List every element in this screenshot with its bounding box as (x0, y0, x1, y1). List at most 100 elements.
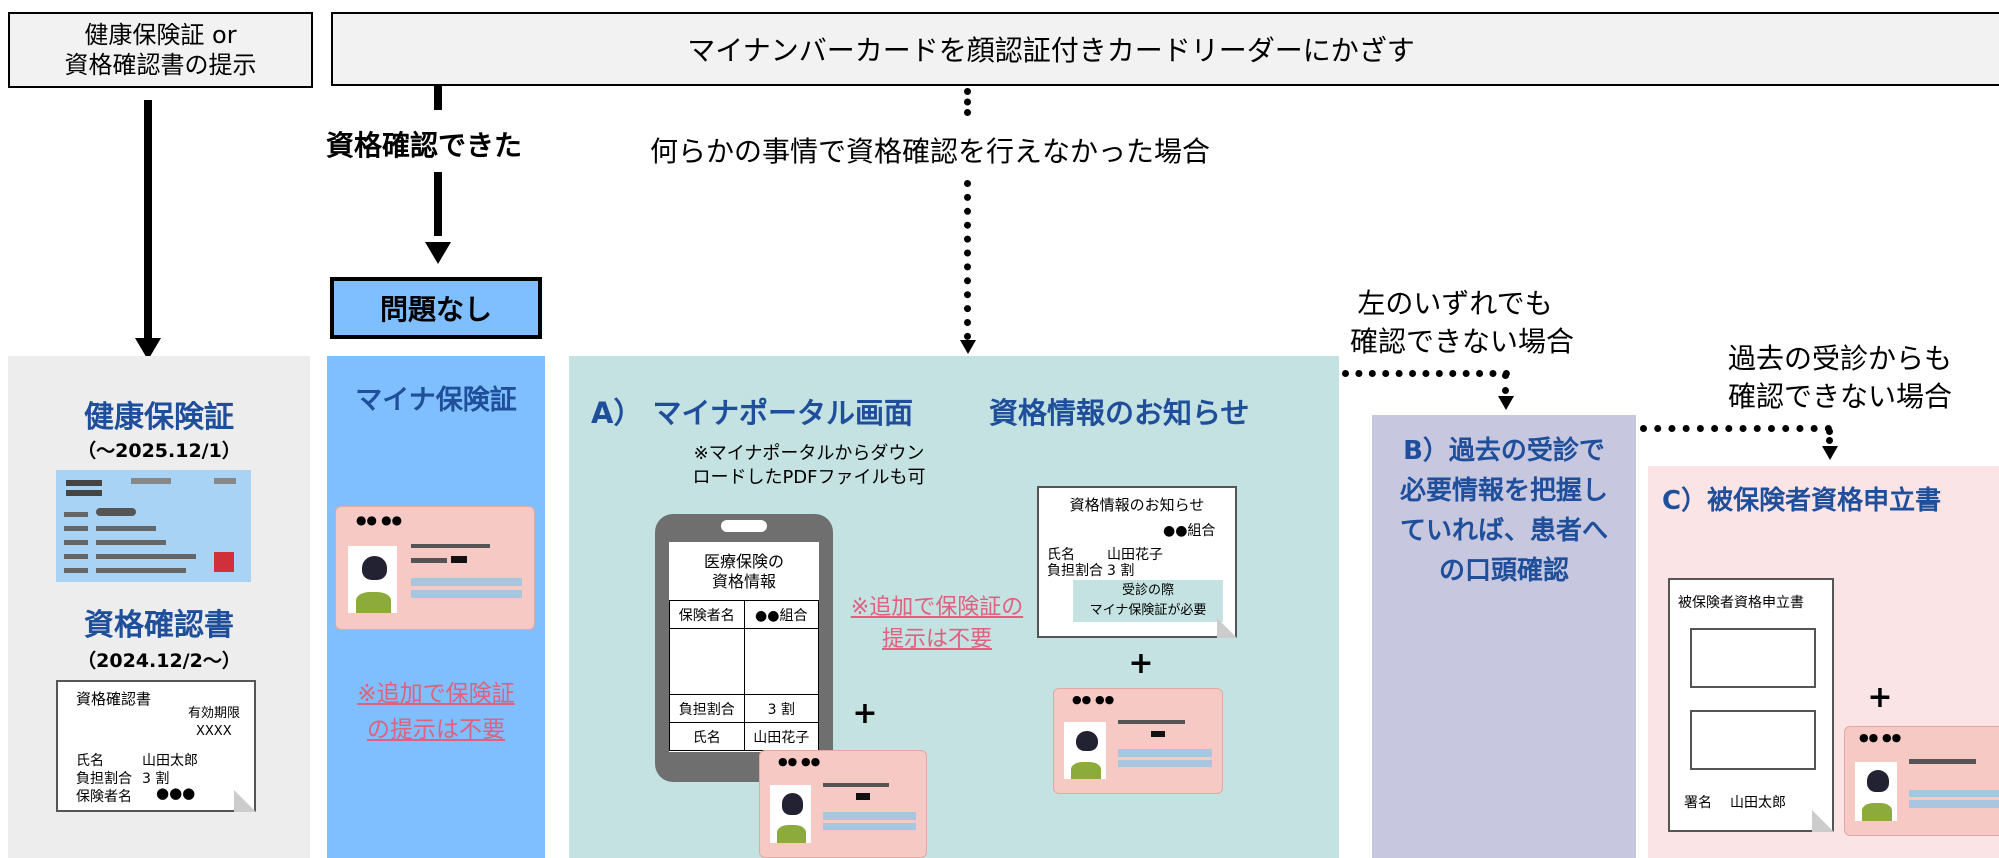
card-dots-4: ●● ●● (1859, 731, 1902, 744)
gray-period2: （2024.12/2〜） (77, 650, 241, 672)
mynumber-card-icon: ●● ●● (335, 506, 535, 630)
arrow-confirmed-head (425, 242, 451, 264)
form-field-2 (1690, 710, 1816, 770)
mynumber-card-icon-3: ●● ●● (1053, 688, 1223, 794)
panel-application-form: C）被保険者資格申立書 被保険者資格申立書 署名 山田太郎 + ●● ●● (1648, 466, 1999, 858)
confirmed-label: 資格確認できた (326, 129, 523, 162)
page-curl-icon-3 (1812, 810, 1834, 832)
purple-text: B）過去の受診で 必要情報を把握し ていれば、患者へ の口頭確認 (1372, 431, 1636, 591)
arrow-confirmed-line (434, 172, 442, 236)
card-dots-2: ●● ●● (778, 755, 821, 768)
arrow-left-line (144, 100, 152, 340)
cert-insurer-label: 保険者名 (76, 789, 132, 805)
notice-title: 資格情報のお知らせ (1069, 496, 1205, 514)
panel-myna-portal: A） マイナポータル画面 資格情報のお知らせ ※マイナポータルからダウン ロード… (569, 356, 1339, 858)
neither-label: 左のいずれでも 確認できない場合 (1350, 285, 1574, 361)
cert-name-value: 山田太郎 (142, 753, 198, 769)
purple-line3: ていれば、患者へ (1399, 516, 1608, 546)
neither-line1: 左のいずれでも (1357, 287, 1553, 320)
panel-insurance-card: 健康保険証 （〜2025.12/1） 資格確認書 （2024.12/2〜） 資格… (8, 356, 310, 858)
cert-title: 資格確認書 (76, 690, 152, 708)
purple-line2: 必要情報を把握し (1399, 476, 1608, 506)
teal-note: ※追加で保険証の 提示は不要 (837, 592, 1037, 656)
header-left-line2: 資格確認書の提示 (64, 51, 257, 79)
panel-verbal-confirmation: B）過去の受診で 必要情報を把握し ていれば、患者へ の口頭確認 (1372, 415, 1636, 858)
qualification-notice-paper: 資格情報のお知らせ ●●組合 氏名 山田花子 負担割合 3 割 受診の際 マイナ… (1037, 486, 1237, 638)
failed-label: 何らかの事情で資格確認を行えなかった場合 (650, 135, 1211, 168)
past-line1: 過去の受診からも (1727, 342, 1952, 375)
purple-line1: B）過去の受診で (1403, 436, 1605, 466)
pink-title: C）被保険者資格申立書 (1662, 486, 1942, 516)
notice-group: ●●組合 (1163, 523, 1216, 539)
teal-sub: ※マイナポータルからダウン ロードしたPDFファイルも可 (659, 442, 959, 490)
header-main-text: マイナンバーカードを顔認証付きカードリーダーにかざす (687, 34, 1415, 67)
past-dots-v (1826, 428, 1833, 444)
mynumber-card-icon-2: ●● ●● (759, 750, 927, 858)
panel-myna-insurance: マイナ保険証 ●● ●● ※追加で保険証 の提示は不要 (327, 356, 545, 858)
gray-title2: 資格確認書 (84, 608, 234, 643)
purple-line4: の口頭確認 (1438, 556, 1569, 586)
row1-label: 保険者名 (669, 600, 745, 629)
form-title: 被保険者資格申立書 (1678, 595, 1804, 611)
arrow-failed-dots-top (964, 88, 971, 116)
arrow-failed-head (960, 340, 976, 354)
form-sign-value: 山田太郎 (1730, 795, 1786, 811)
cert-validity: 有効期限 (188, 706, 241, 721)
notice-name-value: 山田花子 (1107, 547, 1163, 563)
teal-title-b: 資格情報のお知らせ (989, 396, 1250, 430)
teal-note-line1: ※追加で保険証の (850, 595, 1024, 620)
cert-ratio-label: 負担割合 (76, 771, 132, 787)
row2-label: 負担割合 (669, 694, 745, 723)
pink-plus: + (1867, 680, 1893, 715)
card-dots-3: ●● ●● (1072, 693, 1115, 706)
insurance-card-illustration (56, 470, 251, 582)
phone-head-line2: 資格情報 (711, 572, 776, 591)
teal-plus-1: + (852, 696, 878, 731)
no-problem-label: 問題なし (379, 293, 492, 326)
qualification-certificate-paper: 資格確認書 有効期限 XXXX 氏名 山田太郎 負担割合 3 割 保険者名 ●●… (56, 680, 256, 812)
past-line2: 確認できない場合 (1727, 380, 1952, 413)
mynumber-card-icon-4: ●● ●● (1844, 726, 1999, 836)
page-curl-icon-2 (1217, 618, 1237, 638)
arrow-confirmed-line-top (434, 86, 442, 110)
notice-name-label: 氏名 (1047, 547, 1075, 563)
arrow-failed-dots (964, 180, 971, 340)
teal-plus-2: + (1128, 646, 1154, 681)
notice-box-line1: 受診の際 (1121, 583, 1174, 598)
phone-head: 医療保険の 資格情報 (669, 552, 819, 592)
row1-value: ●●組合 (743, 600, 819, 629)
teal-title-a: A） マイナポータル画面 (591, 396, 913, 430)
page-curl-icon (234, 790, 256, 812)
header-left-box: 健康保険証 or 資格確認書の提示 (8, 12, 313, 88)
past-dots-h (1640, 425, 1832, 432)
phone-head-line1: 医療保険の (703, 552, 784, 571)
cert-validity-value: XXXX (196, 724, 232, 739)
blue-note: ※追加で保険証 の提示は不要 (327, 676, 545, 748)
past-arrow-head (1822, 446, 1838, 460)
cert-ratio-value: 3 割 (142, 771, 170, 787)
cert-name-label: 氏名 (76, 753, 104, 769)
blue-note-line2: の提示は不要 (367, 717, 505, 743)
gray-title1: 健康保険証 (84, 400, 234, 435)
neither-arrow-head (1498, 396, 1514, 410)
notice-box-line2: マイナ保険証が必要 (1089, 603, 1207, 618)
gray-period1: （〜2025.12/1） (77, 440, 241, 462)
form-field-1 (1690, 628, 1816, 688)
header-main-box: マイナンバーカードを顔認証付きカードリーダーにかざす (331, 12, 1999, 86)
past-label: 過去の受診からも 確認できない場合 (1700, 340, 1980, 416)
row3-label: 氏名 (669, 722, 745, 751)
blue-title: マイナ保険証 (355, 385, 517, 416)
teal-sub-line1: ※マイナポータルからダウン (693, 443, 925, 464)
no-problem-box: 問題なし (330, 277, 542, 339)
teal-note-line2: 提示は不要 (881, 627, 992, 652)
neither-dots-v (1502, 372, 1509, 394)
card-dots: ●● ●● (356, 513, 403, 527)
form-sign-label: 署名 (1684, 795, 1712, 811)
arrow-left-head (135, 338, 161, 360)
header-left-line1: 健康保険証 or (84, 21, 237, 49)
cert-insurer-value: ●●● (156, 784, 196, 802)
neither-dots-h (1342, 370, 1510, 377)
